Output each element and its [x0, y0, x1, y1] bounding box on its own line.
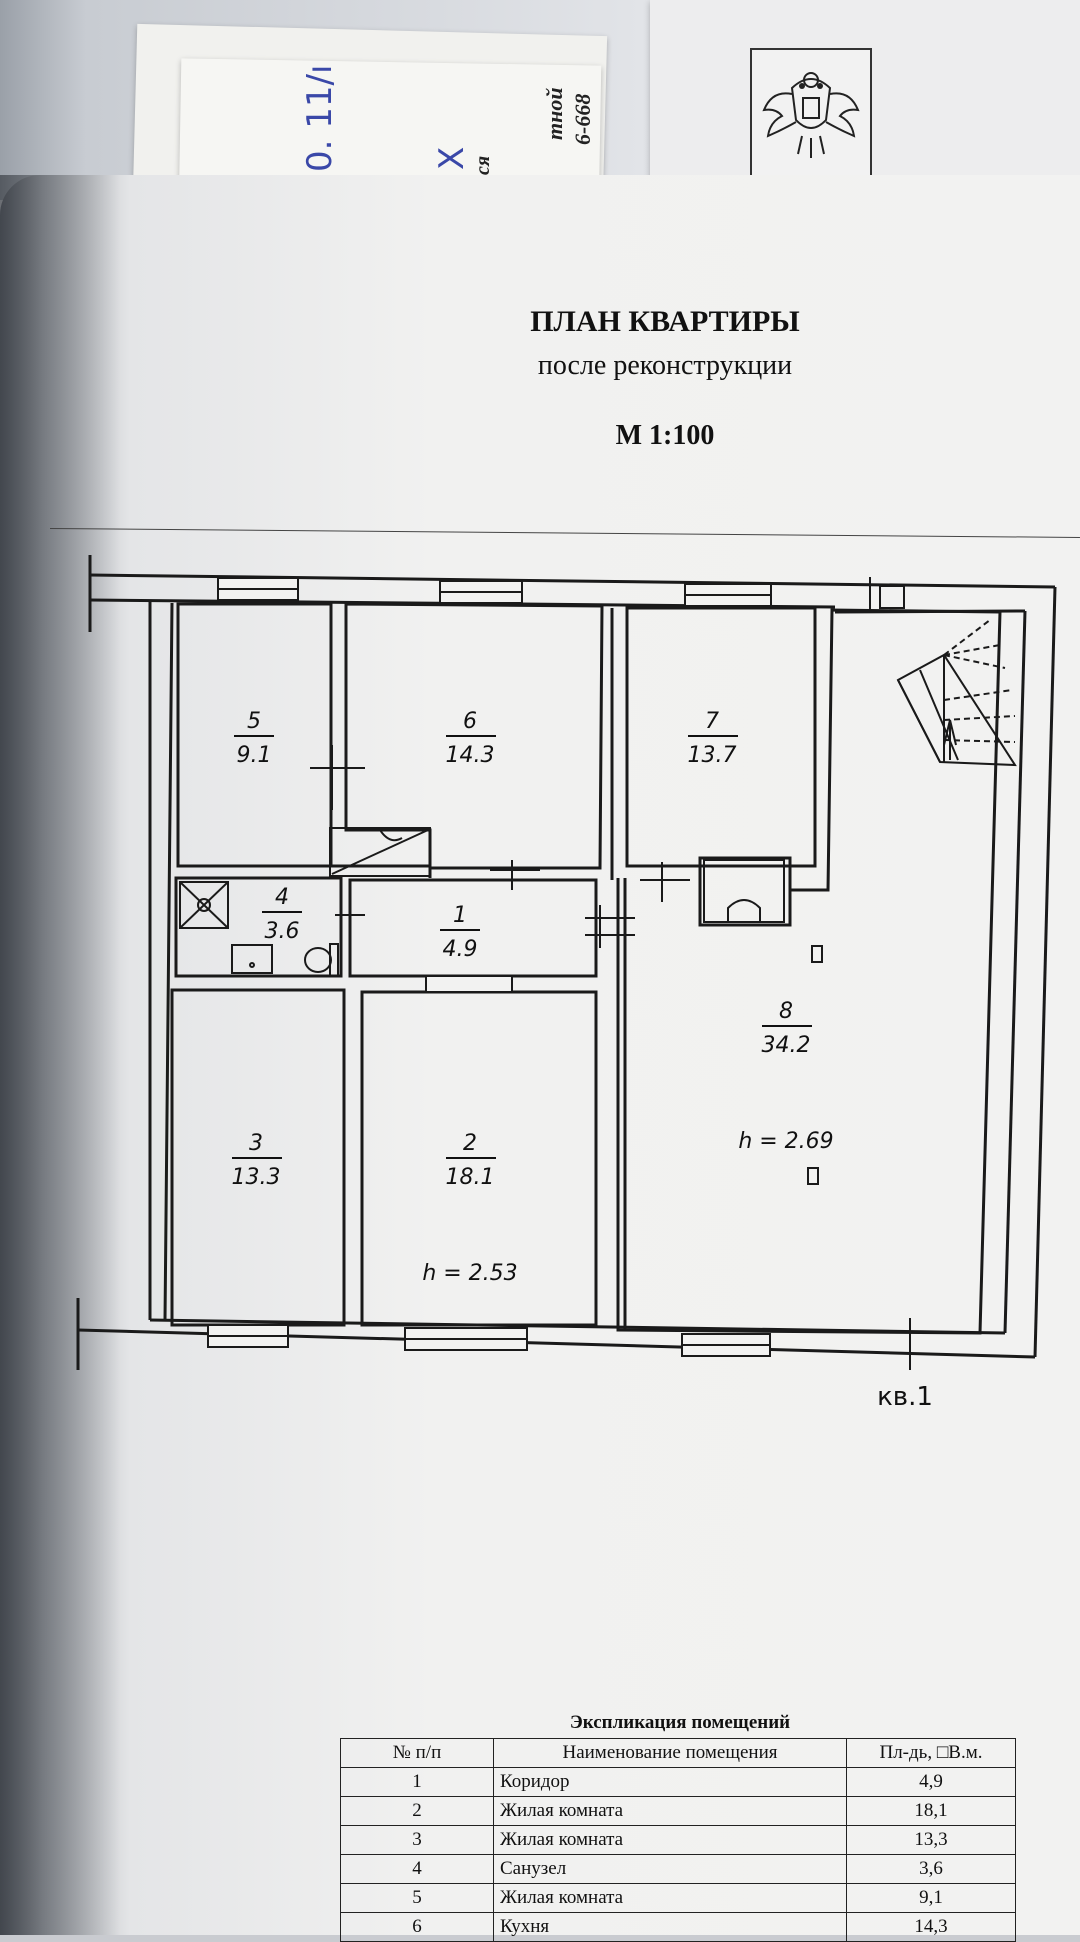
room-8-outline — [616, 608, 1002, 1335]
apartment-label: кв.1 — [877, 1382, 933, 1412]
table-row: 4 Санузел 3,6 — [340, 1854, 1016, 1884]
window-room-5 — [217, 577, 299, 601]
cell-area: 14,3 — [846, 1912, 1016, 1942]
toilet-icon — [304, 943, 339, 977]
explication-table: № п/п Наименование помещения Пл-дь, □В.м… — [340, 1738, 1016, 1942]
cell-number: 4 — [340, 1854, 494, 1884]
sink-icon — [231, 944, 273, 974]
room-7-number: 7 — [705, 709, 719, 734]
header-number: № п/п — [340, 1738, 494, 1768]
header-room-name: Наименование помещения — [493, 1738, 847, 1768]
outer-wall-right — [1033, 586, 1057, 1358]
column-marker-1 — [811, 945, 823, 963]
plan-title: ПЛАН КВАРТИРЫ — [530, 305, 800, 338]
room-2-area: 18.1 — [446, 1165, 495, 1190]
room-3-number: 3 — [249, 1131, 263, 1156]
room-4-area: 3.6 — [265, 919, 300, 944]
stamp-line-2: 6-668 — [570, 93, 595, 145]
plan-subtitle: после реконструкции — [537, 350, 793, 381]
room-3-area: 13.3 — [232, 1165, 281, 1190]
window-corridor — [425, 975, 513, 993]
room-labels: 5 9.1 6 14.3 7 13.7 4 3.6 1 4.9 8 34.2 3… — [232, 709, 933, 1412]
window-room-3 — [207, 1324, 289, 1348]
handwriting-mark: X — [432, 146, 472, 170]
table-row: 6 Кухня 14,3 — [340, 1912, 1016, 1942]
coat-of-arms-icon — [762, 72, 860, 158]
seal-frame — [750, 48, 872, 192]
cell-number: 3 — [340, 1825, 494, 1855]
handwriting-number: 0. 11/ı — [300, 64, 340, 172]
room-1-number: 1 — [453, 903, 467, 928]
door-mark-7 — [640, 862, 690, 902]
room-7-area: 13.7 — [688, 743, 737, 768]
shower-icon — [179, 881, 229, 929]
room-1-area: 4.9 — [443, 937, 478, 962]
document-page — [0, 175, 1080, 1935]
door-mark-5-6 — [310, 745, 365, 810]
door-mark-4 — [335, 898, 365, 932]
outer-wall-right-inner — [1003, 610, 1027, 1334]
left-wall — [76, 555, 92, 1370]
floor-plan: 5 9.1 6 14.3 7 13.7 4 3.6 1 4.9 8 34.2 3… — [76, 555, 1057, 1412]
explication-title: Экспликация помещений — [569, 1712, 791, 1733]
window-room-8 — [681, 1333, 771, 1357]
cell-area: 9,1 — [846, 1883, 1016, 1913]
table-header-row: № п/п Наименование помещения Пл-дь, □В.м… — [340, 1738, 1016, 1768]
stamp-partial: ся — [472, 155, 494, 175]
table-row: 1 Коридор 4,9 — [340, 1767, 1016, 1797]
cell-area: 13,3 — [846, 1825, 1016, 1855]
window-room-6 — [439, 580, 523, 604]
room-5-area: 9.1 — [237, 743, 272, 768]
room-5-outline — [176, 602, 333, 868]
table-row: 5 Жилая комната 9,1 — [340, 1883, 1016, 1913]
room-6-area: 14.3 — [446, 743, 495, 768]
room-2-number: 2 — [463, 1131, 477, 1156]
stove-icon — [703, 859, 785, 923]
left-wall-inner — [148, 600, 174, 1321]
room-8-area: 34.2 — [762, 1033, 811, 1058]
cell-number: 5 — [340, 1883, 494, 1913]
cell-room-name: Кухня — [493, 1912, 847, 1942]
cell-area: 3,6 — [846, 1854, 1016, 1884]
stamp-line-1: тной — [542, 87, 567, 140]
room-5-number: 5 — [247, 709, 261, 734]
room-4-outline — [174, 876, 343, 978]
cell-area: 18,1 — [846, 1796, 1016, 1826]
ceiling-height-right: h = 2.69 — [738, 1129, 833, 1154]
window-right — [879, 585, 905, 609]
plan-scale: М 1:100 — [615, 420, 715, 451]
column-marker-2 — [807, 1167, 819, 1185]
door-mark-8 — [585, 905, 635, 948]
window-room-2 — [404, 1327, 528, 1351]
cell-number: 1 — [340, 1767, 494, 1797]
door-mark-1 — [490, 860, 540, 890]
cell-area: 4,9 — [846, 1767, 1016, 1797]
room-7-outline — [625, 606, 817, 868]
header-area: Пл-дь, □В.м. — [846, 1738, 1016, 1768]
cell-room-name: Коридор — [493, 1767, 847, 1797]
cell-room-name: Санузел — [493, 1854, 847, 1884]
cell-room-name: Жилая комната — [493, 1825, 847, 1855]
page-shadow — [0, 175, 120, 1935]
table-row: 2 Жилая комната 18,1 — [340, 1796, 1016, 1826]
closet-unit — [329, 827, 431, 877]
staircase-icon — [896, 619, 1017, 767]
window-room-7 — [684, 583, 772, 607]
cell-room-name: Жилая комната — [493, 1796, 847, 1826]
room-4-number: 4 — [275, 885, 289, 910]
cell-number: 6 — [340, 1912, 494, 1942]
ceiling-height-left: h = 2.53 — [422, 1261, 517, 1286]
room-8-number: 8 — [779, 999, 793, 1024]
cell-room-name: Жилая комната — [493, 1883, 847, 1913]
cell-number: 2 — [340, 1796, 494, 1826]
table-row: 3 Жилая комната 13,3 — [340, 1825, 1016, 1855]
room-6-number: 6 — [463, 709, 477, 734]
